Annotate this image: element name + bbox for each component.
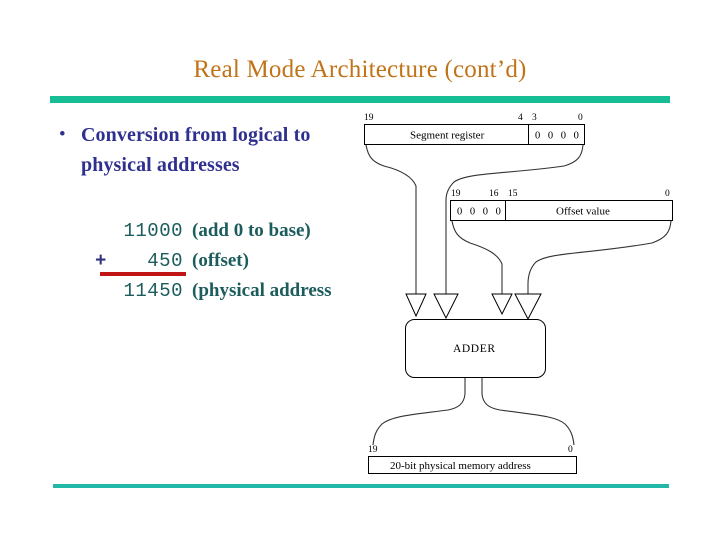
physical-tick-0: 0 [568, 445, 573, 455]
physical-right-connector [481, 378, 575, 446]
bullet-list: • Conversion from logical to physical ad… [55, 120, 385, 180]
offset-connectors [451, 220, 672, 296]
arrow-down-icon-1 [405, 293, 427, 318]
segment-zeros-connector [445, 144, 584, 296]
physical-tick-19: 19 [368, 445, 378, 455]
segment-tick-19: 19 [364, 113, 374, 123]
segment-register-box [364, 124, 585, 145]
arrow-down-icon-3 [491, 293, 513, 316]
adder-box [405, 319, 546, 378]
bullet-marker-icon: • [59, 124, 66, 145]
arrow-down-icon-2 [433, 293, 459, 320]
arrow-down-icon-4 [514, 293, 542, 321]
segment-tick-4: 4 [518, 113, 523, 123]
address-calculation: 11000 (add 0 to base) + 450 (offset) 114… [95, 216, 395, 306]
page-title: Real Mode Architecture (cont’d) [193, 56, 527, 83]
offset-value-group: 19 16 15 0 0 0 0 0 Offset value [450, 189, 673, 221]
adder-input-arrows [405, 293, 542, 321]
calc-note-result: (physical address [192, 280, 332, 301]
calc-sign-offset: + [95, 250, 107, 272]
calc-number-base: 11000 [123, 220, 183, 242]
divider-top [50, 96, 670, 103]
offset-zeros: 0 0 0 0 [457, 207, 503, 218]
list-item: • Conversion from logical to physical ad… [55, 120, 385, 180]
physical-address-connectors [372, 378, 575, 446]
calc-number-result: 11450 [123, 280, 183, 302]
offset-tick-19: 19 [451, 189, 461, 199]
offset-value-label: Offset value [556, 206, 610, 218]
offset-zeros-connector [451, 220, 503, 296]
segment-tick-0: 0 [578, 113, 583, 123]
segment-register-group: 19 4 3 0 Segment register 0 0 0 0 [364, 113, 585, 145]
bullet-text-wrap: Conversion from logical to physical addr… [81, 120, 310, 180]
bullet-line-2: physical addresses [81, 154, 240, 176]
calc-row-offset: + 450 (offset) [95, 246, 395, 276]
calc-note-base: (add 0 to base) [192, 220, 311, 241]
calc-note-offset: (offset) [192, 250, 249, 271]
calc-row-result: 11450 (physical address [95, 276, 395, 306]
calc-row-base: 11000 (add 0 to base) [95, 216, 395, 246]
calc-number-offset: 450 [147, 250, 183, 272]
adder-label: ADDER [453, 343, 496, 355]
offset-tick-16: 16 [489, 189, 499, 199]
segment-high-connector [365, 144, 417, 296]
segment-register-zeros: 0 0 0 0 [535, 131, 581, 142]
offset-tick-15: 15 [508, 189, 518, 199]
calc-sum-underline [100, 272, 186, 276]
segment-register-label: Segment register [410, 130, 485, 142]
adder-group: ADDER [405, 319, 546, 378]
divider-bottom [53, 484, 669, 488]
physical-left-connector [372, 378, 466, 446]
physical-address-label: 20-bit physical memory address [390, 460, 531, 472]
bullet-line-1: Conversion from logical to [81, 124, 311, 146]
offset-tick-0: 0 [665, 189, 670, 199]
offset-value-connector [527, 220, 672, 296]
segment-connectors [365, 144, 584, 296]
address-translation-diagram: 19 4 3 0 Segment register 0 0 0 0 19 16 … [360, 104, 680, 474]
segment-tick-3: 3 [532, 113, 537, 123]
physical-address-group: 19 0 20-bit physical memory address [368, 445, 577, 474]
physical-address-box [368, 456, 577, 474]
